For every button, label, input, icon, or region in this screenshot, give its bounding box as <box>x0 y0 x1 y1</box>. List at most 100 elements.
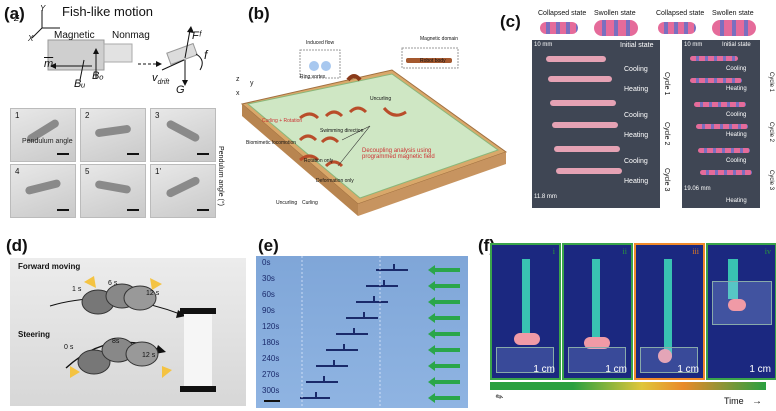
axis-b-y: y <box>250 80 254 87</box>
forward-moving-label: Forward moving <box>18 262 81 271</box>
c-right-scale: 10 mm <box>684 42 703 48</box>
c-left-worm <box>550 100 616 106</box>
c-right-row-2: Heating <box>726 86 747 92</box>
deformation-only-label: Deformation only <box>316 178 354 184</box>
syringe-icon: ✎ <box>493 390 506 404</box>
e-field-arrow <box>428 361 460 371</box>
panel-a-title: Fish-like motion <box>62 4 154 19</box>
pendulum-angle-label: Pendulum angle <box>22 138 73 145</box>
f-frame-3: iii 1 cm <box>634 243 705 380</box>
curling-rotation-label: Curling + Rotation <box>262 118 303 124</box>
c-right-row-5: Cooling <box>726 158 747 164</box>
c-left-swollen-label: Swollen state <box>594 10 636 17</box>
ring-vortex-label: Ring vortex <box>300 74 326 80</box>
c-left-distance: 11.8 mm <box>534 194 557 200</box>
curling-bottom-label: Curling <box>302 200 318 206</box>
e-field-arrow <box>428 377 460 387</box>
ff-label: Fᶠ <box>192 30 201 42</box>
panel-a-label: (a) <box>4 4 25 23</box>
c-left-row-5: Cooling <box>624 158 648 165</box>
e-time-4: 120s <box>262 322 280 331</box>
c-right-cycle-1: Cycle 1 <box>768 72 774 93</box>
c-left-row-6: Heating <box>624 178 649 185</box>
fish-motion-diagram <box>31 10 203 86</box>
t-steer-2: 8s <box>112 338 120 345</box>
c-right-worm <box>698 148 750 153</box>
f-frame-4: iv 1 cm <box>706 243 776 380</box>
time-axis-label: Time <box>724 396 744 406</box>
c-left-worm <box>548 76 612 82</box>
temperature-bar <box>490 382 766 390</box>
t-forward-2: 6 s <box>108 280 118 287</box>
panel-c-label: (c) <box>500 12 521 31</box>
e-time-2: 60s <box>262 290 275 299</box>
magnetic-domain-label: Magnetic domain <box>420 36 459 42</box>
c-right-distance: 19.06 mm <box>684 186 711 192</box>
panel-e-label: (e) <box>258 236 279 255</box>
axis-b-x: x <box>236 90 240 97</box>
c-right-worm <box>690 56 738 61</box>
robot-body-label: Robot body <box>420 58 446 64</box>
swimming-direction-label: Swimming direction <box>320 128 364 134</box>
t-steer-1: 0 s <box>64 344 74 351</box>
e-field-arrow <box>428 329 460 339</box>
c-left-worm <box>546 56 606 62</box>
uncurling-top-label: Uncurling <box>370 96 392 102</box>
c-left-row-2: Heating <box>624 86 649 93</box>
c-left-cycle-1: Cycle 1 <box>663 72 670 96</box>
g-label: G <box>176 84 185 96</box>
c-right-cycle-3: Cycle 3 <box>768 170 774 191</box>
e-time-1: 30s <box>262 274 275 283</box>
e-field-arrow <box>428 313 460 323</box>
t-forward-1: 1 s <box>72 286 82 293</box>
e-time-6: 240s <box>262 354 280 363</box>
c-right-row-1: Cooling <box>726 66 747 72</box>
collapsed-robot-icon <box>540 22 578 34</box>
frame-1: 1 <box>10 108 76 162</box>
panel-d-label: (d) <box>6 236 28 255</box>
c-left-cycle-2: Cycle 2 <box>663 122 670 146</box>
e-time-0: 0s <box>262 258 271 267</box>
pendulum-axis-label: Pendulum angle (°) <box>217 146 224 206</box>
t-forward-3: 12 s <box>146 290 160 297</box>
c-right-row-3: Cooling <box>726 112 747 118</box>
m-vector-label: m <box>44 58 54 70</box>
c-left-worm <box>552 122 618 128</box>
e-time-5: 180s <box>262 338 280 347</box>
biomimetic-label: Biomimetic locomotion <box>246 140 297 146</box>
e-field-arrow <box>428 265 460 275</box>
axis-x-label: X <box>28 34 34 43</box>
decoupling-label: Decoupling analysis using programmed mag… <box>362 148 435 160</box>
collapsed-robot-icon <box>658 22 696 34</box>
f-label: f <box>204 48 208 62</box>
c-left-row-1: Cooling <box>624 66 648 73</box>
c-left-cycle-3: Cycle 3 <box>663 168 670 192</box>
c-left-worm <box>556 168 622 174</box>
f-frame-2: ii 1 cm <box>562 243 633 380</box>
tank-diagram <box>240 47 508 216</box>
e-field-arrow <box>428 281 460 291</box>
frame-2: 2 <box>80 108 146 162</box>
c-left-scale: 10 mm <box>534 42 553 48</box>
c-left-collapsed-label: Collapsed state <box>538 10 587 17</box>
c-right-collapsed-label: Collapsed state <box>656 10 705 17</box>
c-right-worm <box>696 124 748 129</box>
panel-b-label: (b) <box>248 4 270 23</box>
swollen-robot-icon <box>594 20 638 36</box>
c-left-row-4: Heating <box>624 132 649 139</box>
c-right-row-4: Heating <box>726 132 747 138</box>
c-left-row-3: Cooling <box>624 112 648 119</box>
frame-3: 3 <box>150 108 216 162</box>
nonmag-label: Nonmag <box>112 30 150 41</box>
time-arrow-icon: → <box>752 396 762 407</box>
c-left-initial: Initial state <box>620 42 654 49</box>
axis-b-z: z <box>236 76 240 83</box>
d-robots-svg <box>49 276 216 392</box>
c-right-worm <box>700 170 752 175</box>
frame-5: 5 <box>80 164 146 218</box>
e-time-8: 300s <box>262 386 280 395</box>
c-right-swollen-label: Swollen state <box>712 10 754 17</box>
bu-label: Bᵤ <box>74 78 86 90</box>
e-field-arrow <box>428 297 460 307</box>
c-right-cycle-2: Cycle 2 <box>768 122 774 143</box>
